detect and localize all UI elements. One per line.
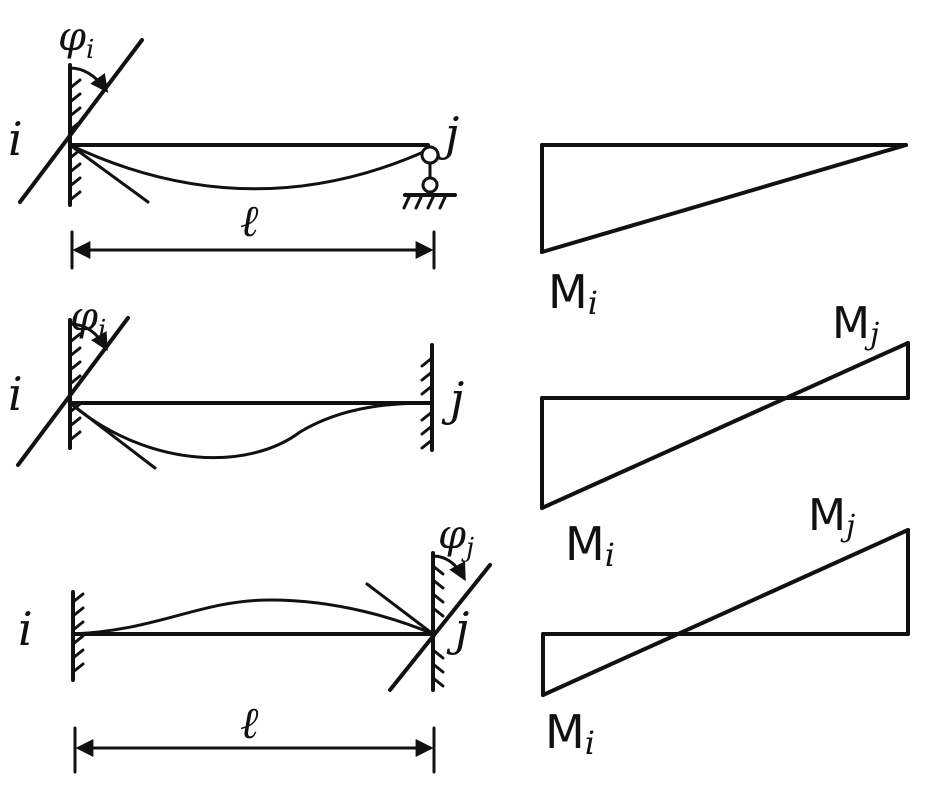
moment-label-mi-2: Mi	[565, 517, 615, 574]
node-label-j: j	[446, 602, 469, 656]
moment-diagram-1: Mi	[540, 143, 908, 322]
length-label-3: ℓ	[240, 698, 259, 749]
case-2-fixed-fixed-rotation-i: i j φi	[8, 294, 464, 470]
case-3-fixed-fixed-rotation-j: i j φj ℓ	[18, 512, 492, 774]
rotation-line-i	[18, 38, 144, 204]
moment-label-mj-2: Mj	[832, 298, 879, 352]
tangent-line-i	[68, 143, 150, 204]
node-label-i: i	[8, 367, 23, 421]
rotation-label-phi-i: φi	[70, 294, 106, 345]
node-label-i: i	[8, 112, 23, 166]
moment-line-3	[541, 528, 910, 697]
rotation-label-phi-j: φj	[438, 512, 474, 563]
wall-hatching-j	[420, 356, 434, 450]
node-label-i: i	[18, 602, 33, 656]
moment-diagram-3: Mi Mj	[541, 490, 910, 762]
pinned-support-j	[402, 145, 457, 210]
rotation-arc-phi-j	[431, 554, 466, 582]
rotation-label-phi-i: φi	[58, 14, 94, 65]
moment-diagram-2: Mi Mj	[540, 298, 910, 574]
rotation-arc-phi-i	[68, 322, 108, 352]
tangent-line-i	[68, 401, 157, 470]
deflected-curve	[68, 143, 430, 191]
moment-label-mj-3: Mj	[808, 490, 855, 544]
dimension-line-length-1	[70, 230, 436, 270]
moment-line-2	[540, 341, 910, 510]
case-1-fixed-pinned: i j φi ℓ	[8, 14, 459, 270]
wall-hatching-i	[71, 592, 85, 674]
dimension-line-length-3	[73, 726, 436, 774]
moment-label-mi-3: Mi	[545, 705, 595, 762]
rotation-line-j	[388, 563, 492, 692]
length-label-1: ℓ	[240, 196, 259, 247]
wall-hatching-j	[431, 564, 445, 688]
moment-label-mi-1: Mi	[548, 265, 598, 322]
moment-line-1	[540, 143, 908, 254]
deflected-curve	[71, 598, 435, 636]
rotation-line-i	[16, 316, 130, 467]
node-label-j: j	[436, 107, 459, 161]
deflected-curve	[68, 401, 434, 460]
tangent-line-j	[365, 582, 435, 636]
rotation-arc-phi-i	[68, 66, 109, 93]
node-label-j: j	[441, 372, 464, 426]
